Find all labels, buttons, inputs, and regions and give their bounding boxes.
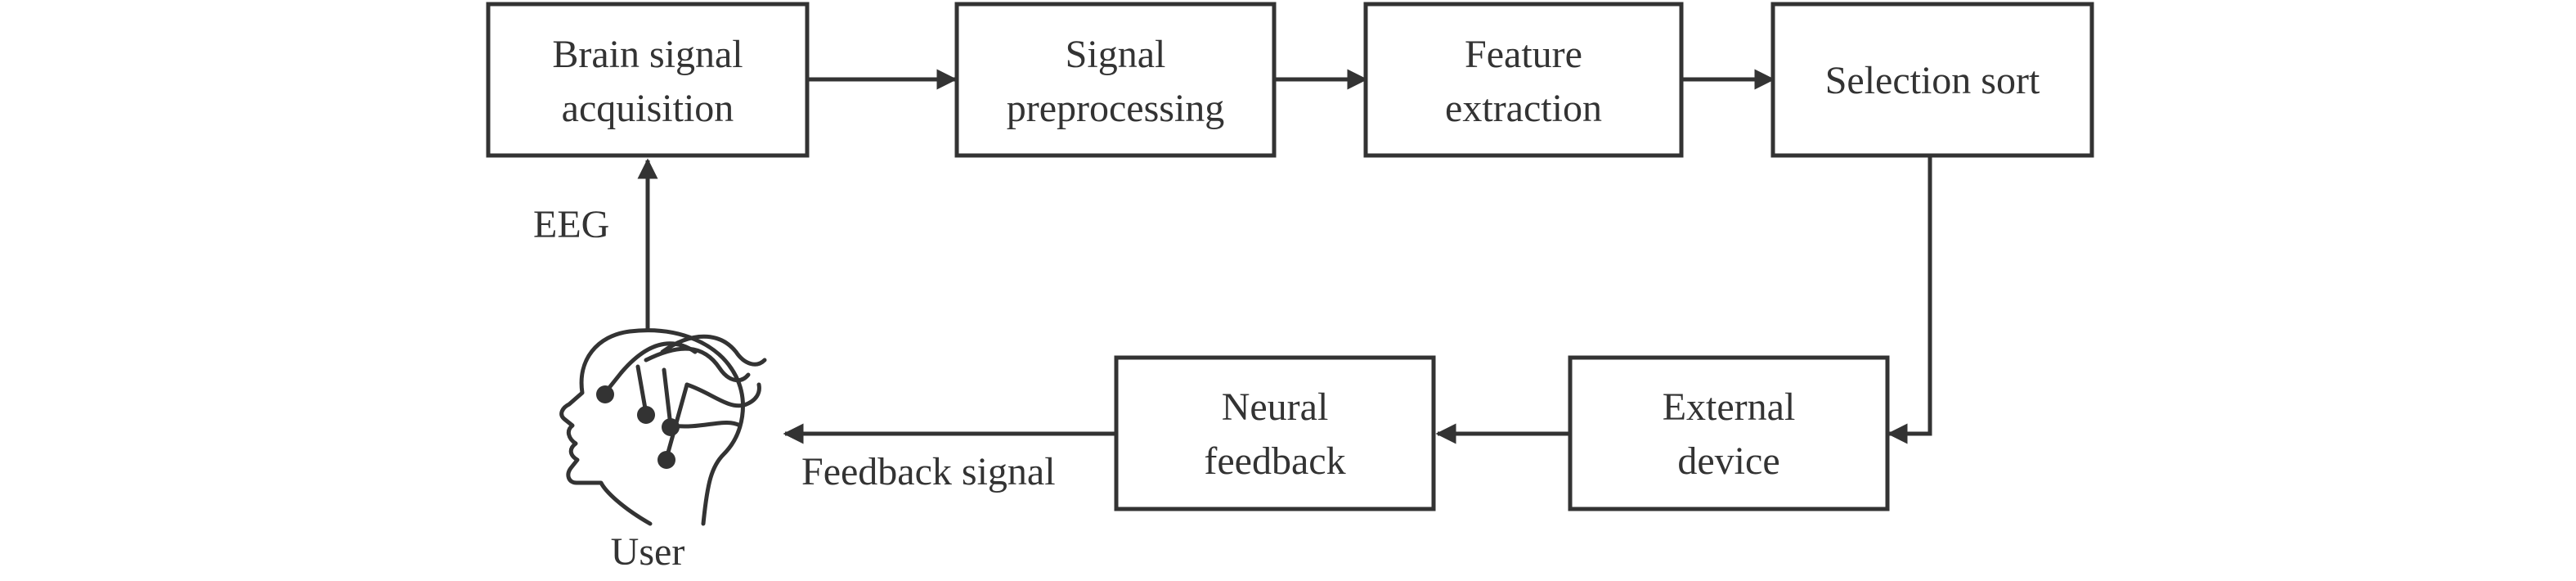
node-label-line1: External bbox=[1663, 385, 1796, 429]
edge-label-eeg: EEG bbox=[533, 203, 609, 246]
node-label-line2: extraction bbox=[1445, 87, 1602, 130]
node-label-line1: Neural bbox=[1222, 385, 1329, 429]
node-external-device: External device bbox=[1568, 355, 1890, 511]
edge-selection-to-external bbox=[1887, 157, 1932, 444]
node-label: Selection sort bbox=[1825, 59, 2040, 102]
node-label-line1: Brain signal bbox=[552, 33, 743, 76]
node-neural-feedback: Neural feedback bbox=[1114, 355, 1436, 511]
node-label-line2: acquisition bbox=[562, 87, 734, 130]
node-label-line2: feedback bbox=[1204, 439, 1345, 483]
user-label: User bbox=[611, 530, 685, 574]
node-label-line2: device bbox=[1677, 439, 1779, 483]
node-label-line2: preprocessing bbox=[1007, 87, 1225, 130]
node-feature-extraction: Feature extraction bbox=[1363, 2, 1684, 158]
node-selection-sort: Selection sort bbox=[1770, 2, 2094, 158]
node-label-line1: Feature bbox=[1465, 33, 1582, 76]
node-signal-preprocessing: Signal preprocessing bbox=[954, 2, 1277, 158]
node-label-line1: Signal bbox=[1066, 33, 1166, 76]
edge-label-feedback-signal: Feedback signal bbox=[801, 450, 1056, 493]
node-brain-signal-acquisition: Brain signal acquisition bbox=[486, 2, 810, 158]
user-head-eeg-icon bbox=[559, 328, 767, 526]
